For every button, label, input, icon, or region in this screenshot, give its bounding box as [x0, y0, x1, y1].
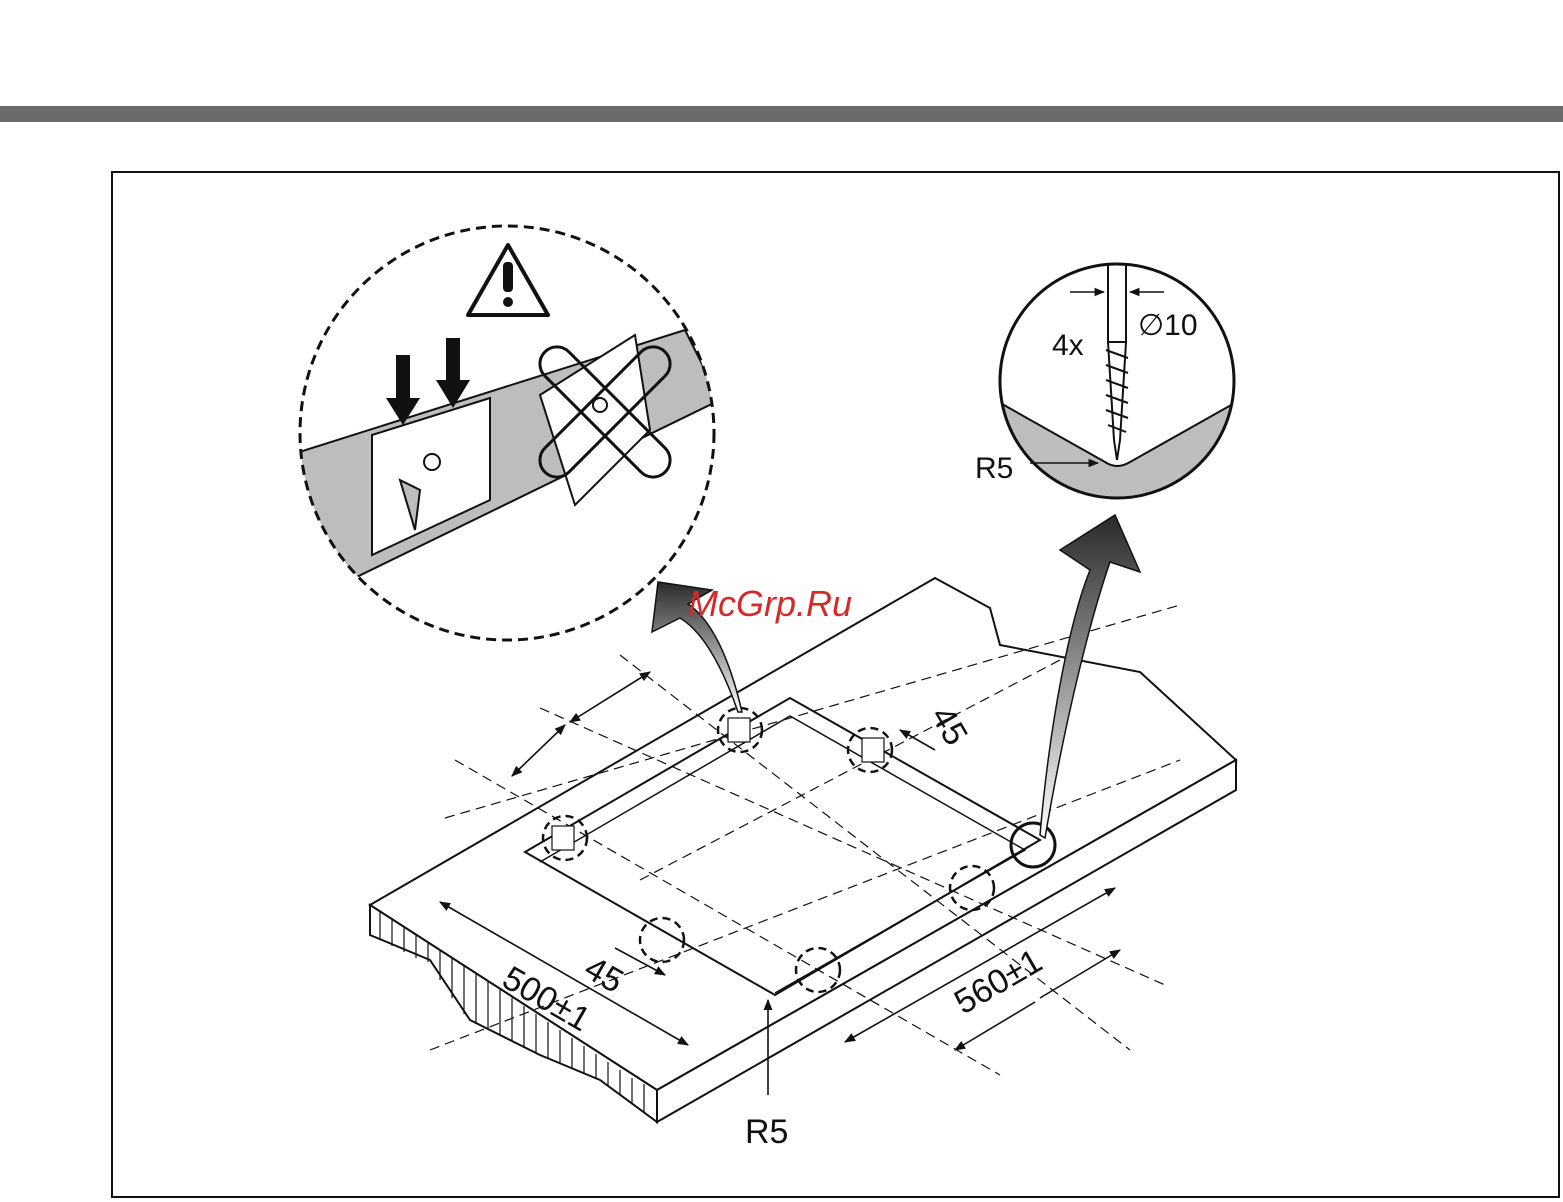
screw-count-label: 4x: [1052, 329, 1084, 362]
clip-bracket: [862, 738, 884, 762]
screw-diameter-label: ∅10: [1138, 309, 1198, 342]
radius-bottom-label: R5: [745, 1113, 788, 1151]
clip-bracket: [728, 718, 750, 742]
clip-detail-circle: [290, 226, 720, 640]
clip-bracket: [552, 826, 574, 850]
radius-detail-label: R5: [975, 452, 1013, 485]
radius-detail-circle: [990, 260, 1250, 520]
warning-triangle-icon: [468, 245, 548, 315]
watermark: McGrp.Ru: [688, 583, 852, 624]
